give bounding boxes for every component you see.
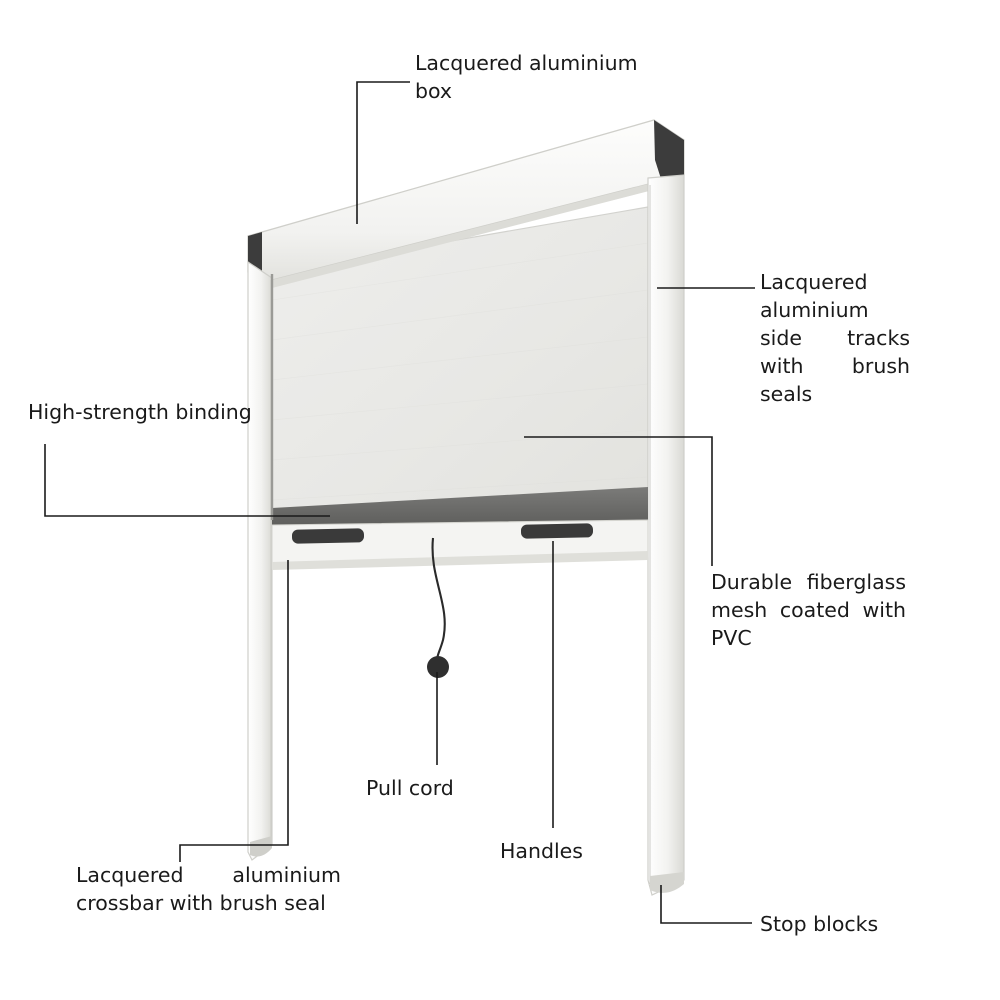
left-side-track <box>247 260 273 861</box>
pull-cord-bead <box>427 656 449 678</box>
screen-assembly <box>247 119 685 896</box>
leader-lines <box>44 81 755 924</box>
crossbar-dark-strip <box>272 487 648 525</box>
label-mesh: Durable fiberglass mesh coated with PVC <box>711 570 906 650</box>
leader-stopblocks <box>660 885 752 924</box>
label-stop-blocks: Stop blocks <box>760 912 879 936</box>
aluminium-box-underside <box>248 175 684 288</box>
leader-crossbar <box>179 560 289 862</box>
label-crossbar: Lacquered aluminium crossbar with brush … <box>76 863 341 915</box>
label-pull-cord: Pull cord <box>366 776 454 800</box>
handle-right <box>520 523 594 539</box>
pull-cord <box>431 537 446 661</box>
label-aluminium-box: Lacquered aluminium box <box>415 51 638 103</box>
leader-box <box>356 81 410 224</box>
label-side-tracks: Lacquered aluminium side tracks with bru… <box>760 270 910 406</box>
crossbar-lower-edge <box>272 551 648 570</box>
left-stop-block <box>250 836 272 857</box>
handle-left <box>291 528 365 544</box>
mesh-texture <box>271 242 649 501</box>
box-right-endcap <box>654 120 684 182</box>
right-stop-block <box>650 872 684 893</box>
right-side-track <box>647 174 685 896</box>
label-handles: Handles <box>500 839 583 863</box>
label-binding: High-strength binding <box>28 400 252 424</box>
leader-mesh <box>524 436 713 566</box>
leader-binding <box>44 444 330 517</box>
